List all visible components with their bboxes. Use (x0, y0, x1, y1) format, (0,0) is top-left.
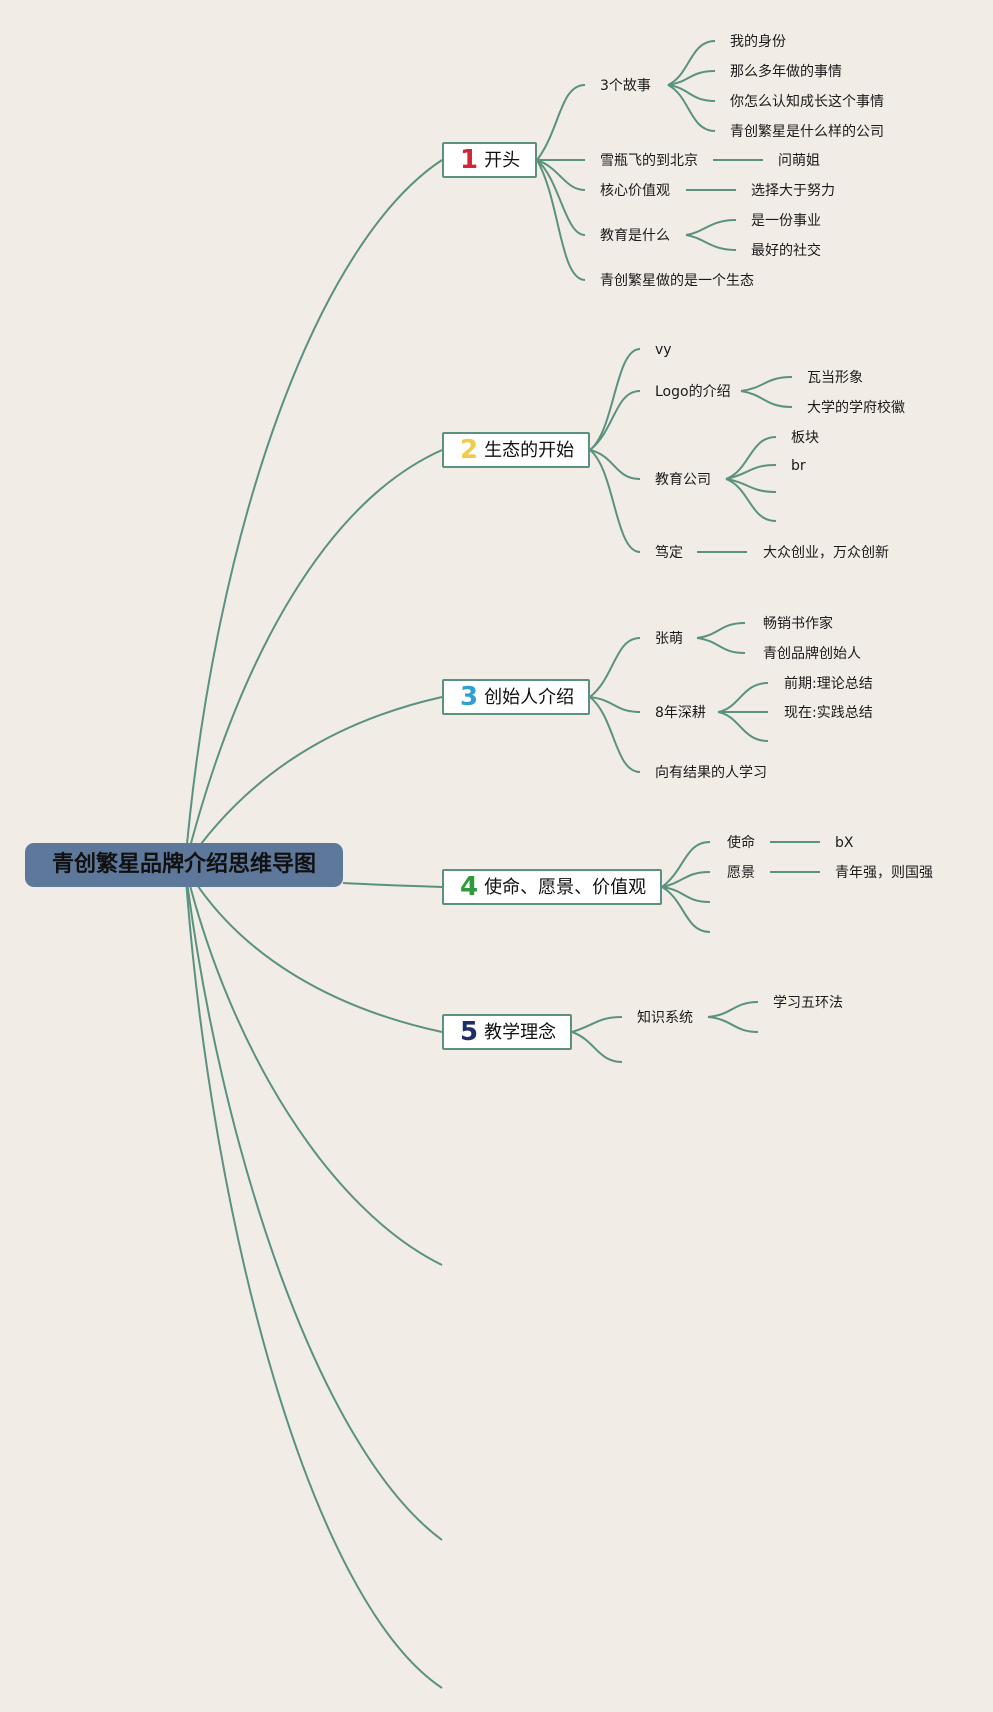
link-s9-2 (696, 637, 746, 654)
topic-ask-meng[interactable]: 问萌姐 (778, 153, 820, 169)
topic-br[interactable]: br (791, 458, 806, 474)
topic-mission[interactable]: 使命 (727, 835, 755, 851)
link-b2-c3 (589, 449, 641, 480)
link-s10-3 (717, 711, 769, 742)
link-root-b1 (184, 159, 443, 867)
topic-zhang-meng[interactable]: 张萌 (655, 631, 683, 647)
topic-steadfast[interactable]: 笃定 (655, 545, 683, 561)
topic-practice-summary[interactable]: 现在:实践总结 (784, 705, 873, 721)
link-s6-1 (740, 376, 793, 392)
link-s4-2 (685, 234, 737, 251)
link-s13-1 (707, 1001, 759, 1018)
link-b2-c1 (589, 348, 641, 451)
link-root-b2 (184, 449, 443, 867)
topic-3-stories[interactable]: 3个故事 (600, 78, 651, 94)
topic-ecosystem[interactable]: 青创繁星做的是一个生态 (600, 273, 754, 289)
branch-3-number: 3 (460, 682, 479, 712)
link-b5-c2 (571, 1031, 623, 1063)
topic-learn-from-results[interactable]: 向有结果的人学习 (655, 765, 767, 781)
topic-sections[interactable]: 板块 (791, 430, 819, 446)
link-root-b4 (342, 882, 443, 888)
topic-vision[interactable]: 愿景 (727, 865, 755, 881)
topic-five-ring-method[interactable]: 学习五环法 (773, 995, 843, 1011)
link-root-b5 (184, 865, 443, 1033)
topic-knowledge-system[interactable]: 知识系统 (637, 1010, 693, 1026)
topic-strong-youth[interactable]: 青年强，则国强 (835, 865, 933, 881)
topic-education-company[interactable]: 教育公司 (655, 472, 711, 488)
topic-mass-entrepreneurship[interactable]: 大众创业，万众创新 (763, 545, 889, 561)
topic-wadang-image[interactable]: 瓦当形象 (807, 370, 863, 386)
link-b1-c1 (536, 84, 586, 161)
link-s9-1 (696, 622, 746, 639)
topic-growth-view[interactable]: 你怎么认知成长这个事情 (730, 94, 884, 110)
topic-bx[interactable]: bX (835, 835, 854, 851)
link-s10-1 (717, 682, 769, 713)
topic-best-social[interactable]: 最好的社交 (751, 243, 821, 259)
link-root-e3 (184, 865, 443, 1689)
link-root-e1 (184, 865, 443, 1266)
link-b4-c4 (661, 886, 711, 933)
branch-1-number: 1 (460, 145, 479, 175)
topic-years-work[interactable]: 那么多年做的事情 (730, 64, 842, 80)
link-b4-c3 (661, 886, 711, 903)
branch-4-number: 4 (460, 872, 479, 902)
topic-8-years[interactable]: 8年深耕 (655, 705, 706, 721)
link-b3-c2 (589, 696, 641, 713)
topic-bestselling-author[interactable]: 畅销书作家 (763, 616, 833, 632)
topic-university-badge[interactable]: 大学的学府校徽 (807, 400, 905, 416)
branch-3-label: 创始人介绍 (484, 687, 575, 708)
link-b2-c2 (589, 390, 641, 451)
link-b3-c3 (589, 696, 641, 773)
link-b4-c2 (661, 871, 711, 888)
link-s7-3 (725, 478, 777, 493)
link-b5-c1 (571, 1016, 623, 1033)
topic-core-values[interactable]: 核心价值观 (600, 183, 670, 199)
topic-to-beijing[interactable]: 雪瓶飞的到北京 (600, 153, 698, 169)
link-b3-c1 (589, 637, 641, 698)
topic-a-career[interactable]: 是一份事业 (751, 213, 821, 229)
topic-company-kind[interactable]: 青创繁星是什么样的公司 (730, 124, 884, 140)
link-s6-2 (740, 390, 793, 408)
topic-theory-summary[interactable]: 前期:理论总结 (784, 676, 873, 692)
root-topic[interactable]: 青创繁星品牌介绍思维导图 (25, 843, 343, 887)
link-s1-4 (667, 84, 716, 132)
topic-what-is-education[interactable]: 教育是什么 (600, 228, 670, 244)
link-s7-1 (725, 436, 777, 480)
link-s4-1 (685, 219, 737, 236)
branch-5-label: 教学理念 (484, 1022, 557, 1043)
branch-4-label: 使命、愿景、价值观 (484, 877, 647, 898)
link-s13-2 (707, 1016, 759, 1033)
link-s1-2 (667, 70, 716, 86)
link-b2-c4 (589, 449, 641, 553)
link-s1-3 (667, 84, 716, 102)
branch-1-label: 开头 (484, 150, 521, 171)
topic-vy[interactable]: vy (655, 342, 672, 358)
link-root-b3 (184, 696, 443, 867)
topic-my-identity[interactable]: 我的身份 (730, 34, 786, 50)
topic-brand-founder[interactable]: 青创品牌创始人 (763, 646, 861, 662)
link-b1-c4 (536, 159, 586, 236)
branch-2-label: 生态的开始 (484, 440, 575, 461)
topic-logo-intro[interactable]: Logo的介绍 (655, 384, 731, 400)
link-s7-4 (725, 478, 777, 522)
link-b1-c5 (536, 159, 586, 281)
link-s1-1 (667, 40, 716, 86)
link-root-e2 (184, 865, 443, 1541)
branch-5-number: 5 (460, 1017, 479, 1047)
link-b1-c3 (536, 159, 586, 191)
link-b4-c1 (661, 841, 711, 888)
branch-2-number: 2 (460, 435, 479, 465)
link-s7-2 (725, 464, 777, 480)
topic-choice-over-effort[interactable]: 选择大于努力 (751, 183, 835, 199)
